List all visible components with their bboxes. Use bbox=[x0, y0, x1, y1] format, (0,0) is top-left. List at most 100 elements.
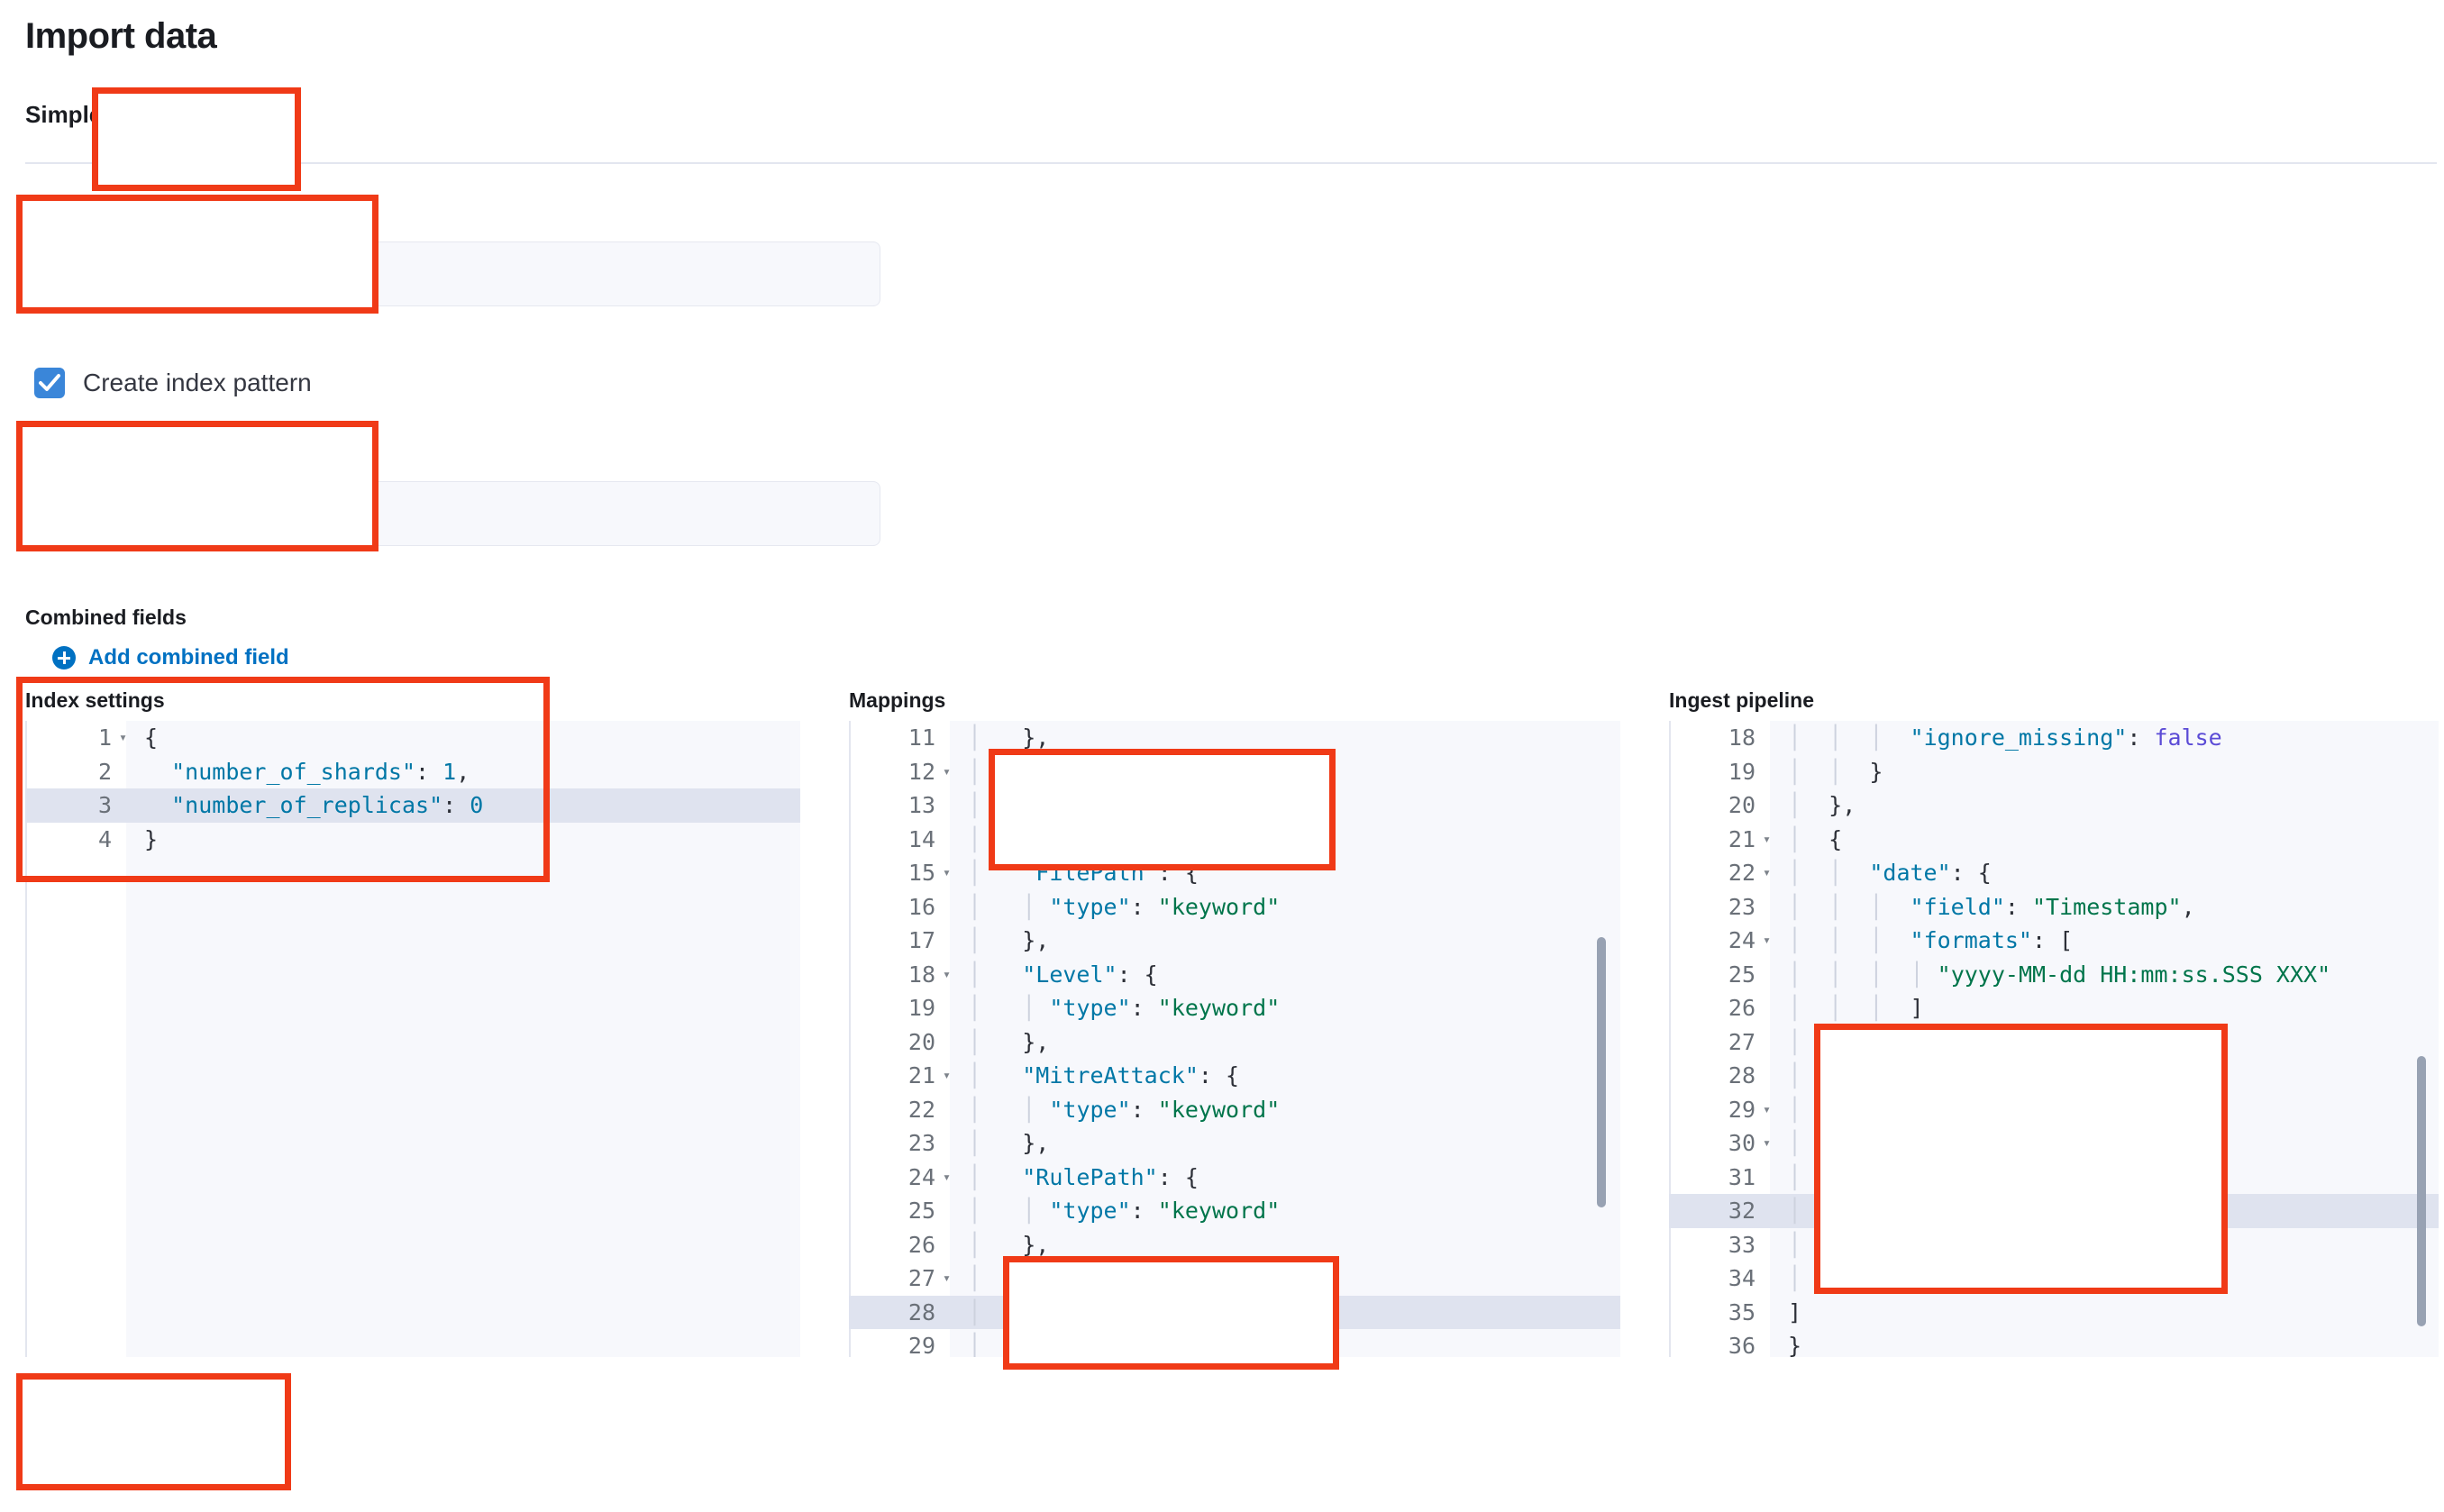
create-index-pattern-row[interactable]: Create index pattern bbox=[34, 368, 312, 398]
line-number: 29 bbox=[907, 1333, 935, 1357]
add-combined-field-label: Add combined field bbox=[88, 645, 289, 669]
code-text: │ } bbox=[1788, 1265, 1843, 1291]
add-combined-field-link[interactable]: Add combined field bbox=[52, 645, 289, 670]
line-number: 25 bbox=[1728, 961, 1755, 988]
code-line: 16│ │ "type": "keyword" bbox=[849, 890, 1620, 925]
ingest-pipeline-scrollbar[interactable] bbox=[2417, 1056, 2426, 1326]
line-number: 13 bbox=[907, 792, 935, 818]
fold-arrow-icon[interactable]: ▾ bbox=[943, 1168, 952, 1185]
fold-arrow-icon[interactable]: ▾ bbox=[943, 1270, 952, 1286]
code-line: 33│ │ } bbox=[1669, 1228, 2439, 1262]
plus-circle-icon bbox=[52, 646, 76, 669]
code-text: │ "FilePath": { bbox=[968, 860, 1199, 886]
code-line: 28│ │ "type": "keyword" bbox=[849, 1295, 1620, 1329]
gutter-rail bbox=[849, 721, 950, 1357]
mappings-editor[interactable]: 11│ },12▾│ "EventID": {13│ │ "type": "ke… bbox=[849, 721, 1620, 1357]
code-line: 21▾│ "MitreAttack": { bbox=[849, 1059, 1620, 1093]
fold-arrow-icon[interactable]: ▾ bbox=[1763, 864, 1772, 880]
code-text: │ │ "type": "keyword" bbox=[968, 1198, 1281, 1224]
import-button[interactable]: Import bbox=[27, 1395, 272, 1463]
code-line: 14│ }, bbox=[849, 823, 1620, 857]
line-number: 11 bbox=[907, 724, 935, 751]
fold-arrow-icon[interactable]: ▾ bbox=[943, 965, 952, 982]
code-text: │ │ "date": { bbox=[1788, 860, 1992, 886]
code-line: 17 │ }, bbox=[849, 924, 1620, 958]
line-number: 28 bbox=[1728, 1062, 1755, 1088]
code-text: ] bbox=[1788, 1298, 1802, 1325]
line-number: 12 bbox=[907, 758, 935, 785]
code-text: │ │ │ "field": "Timestamp", bbox=[1788, 893, 2195, 920]
line-number: 20 bbox=[1728, 792, 1755, 818]
code-text: │ │ "type": "keyword" bbox=[968, 893, 1281, 920]
ingest-pipeline-title: Ingest pipeline bbox=[1669, 688, 1815, 712]
code-line: 4} bbox=[25, 823, 800, 857]
code-line: 25 │ │ "type": "keyword" bbox=[849, 1194, 1620, 1228]
line-number: 27 bbox=[1728, 1028, 1755, 1055]
tab-divider bbox=[25, 162, 2437, 164]
code-text: │ { bbox=[1788, 1096, 1843, 1123]
code-line: 26│ }, bbox=[849, 1228, 1620, 1262]
line-number: 30 bbox=[1728, 1130, 1755, 1156]
line-number: 23 bbox=[1728, 893, 1755, 920]
code-line: 30▾│ │ "remove": { bbox=[1669, 1126, 2439, 1161]
checkbox-checked-icon[interactable] bbox=[34, 368, 65, 398]
code-text: │ }, bbox=[968, 1028, 1050, 1055]
index-settings-editor[interactable]: 1▾{2 "number_of_shards": 1,3 "number_of_… bbox=[25, 721, 800, 1357]
code-text: │ │ │ │ "yyyy-MM-dd HH:mm:ss.SSS XXX" bbox=[1788, 961, 2331, 988]
code-text: } bbox=[144, 825, 159, 852]
code-line: 20│ }, bbox=[1669, 788, 2439, 823]
mappings-scrollbar[interactable] bbox=[1597, 937, 1606, 1207]
line-number: 29 bbox=[1728, 1096, 1755, 1123]
code-text: │ │ │ "field": "message", bbox=[1788, 1163, 2168, 1190]
line-number: 21 bbox=[1728, 825, 1755, 852]
line-number: 15 bbox=[907, 860, 935, 886]
code-text: } bbox=[1788, 1333, 1802, 1357]
line-number: 19 bbox=[1728, 758, 1755, 785]
code-line: 36} bbox=[1669, 1329, 2439, 1357]
code-text: │ }, bbox=[968, 1130, 1050, 1156]
gutter-rail bbox=[1669, 721, 1770, 1357]
code-text: │ }, bbox=[968, 724, 1050, 751]
fold-arrow-icon[interactable]: ▾ bbox=[1763, 1100, 1772, 1117]
index-name-input[interactable]: evtxlogs-hayabusa bbox=[38, 241, 880, 306]
code-text: │ }, bbox=[968, 1231, 1050, 1258]
fold-arrow-icon[interactable]: ▾ bbox=[943, 864, 952, 880]
code-text: │ │ } bbox=[1788, 1231, 1883, 1258]
fold-arrow-icon[interactable]: ▾ bbox=[1763, 932, 1772, 948]
code-line: 22▾│ │ "date": { bbox=[1669, 856, 2439, 890]
line-number: 28 bbox=[907, 1298, 935, 1325]
code-text: │ "Level": { bbox=[968, 961, 1158, 988]
fold-arrow-icon[interactable]: ▾ bbox=[1763, 830, 1772, 847]
code-text: │ }, bbox=[1788, 1062, 1856, 1088]
line-number: 25 bbox=[907, 1198, 935, 1224]
fold-arrow-icon[interactable]: ▾ bbox=[1763, 1134, 1772, 1151]
line-number: 17 bbox=[907, 927, 935, 953]
code-text: │ }, bbox=[968, 927, 1050, 953]
code-line: 34│ } bbox=[1669, 1262, 2439, 1296]
code-line: 23│ }, bbox=[849, 1126, 1620, 1161]
code-text: { bbox=[144, 724, 159, 751]
code-line: 3 "number_of_replicas": 0 bbox=[25, 788, 800, 823]
code-line: 26│ │ │ ] bbox=[1669, 991, 2439, 1025]
code-line: 13│ │ "type": "keyword" bbox=[849, 788, 1620, 823]
line-number: 24 bbox=[907, 1163, 935, 1190]
code-text: │ "RulePath": { bbox=[968, 1163, 1199, 1190]
line-number: 27 bbox=[907, 1265, 935, 1291]
fold-arrow-icon[interactable]: ▾ bbox=[943, 1067, 952, 1083]
code-line: 23 │ │ │ "field": "Timestamp", bbox=[1669, 890, 2439, 925]
code-text: "number_of_replicas": 0 bbox=[171, 792, 484, 818]
index-pattern-name-input[interactable]: evtxlogs-hayabusa bbox=[38, 481, 880, 546]
code-text: │ │ "type": "keyword" bbox=[968, 995, 1281, 1021]
code-line: 22│ │ "type": "keyword" bbox=[849, 1093, 1620, 1127]
tab-advanced[interactable]: Advanced bbox=[140, 101, 291, 149]
code-text: │ { bbox=[1788, 825, 1843, 852]
fold-arrow-icon[interactable]: ▾ bbox=[119, 729, 128, 745]
code-line: 15 ▾ │ "FilePath": { bbox=[849, 856, 1620, 890]
code-text: │ "RuleTitle": { bbox=[968, 1265, 1212, 1291]
tab-simple[interactable]: Simple bbox=[25, 101, 103, 128]
line-number: 2 bbox=[97, 758, 112, 785]
fold-arrow-icon[interactable]: ▾ bbox=[943, 762, 952, 779]
code-line: 20│ }, bbox=[849, 1025, 1620, 1060]
code-line: 32│ │ │ "field": "Timestamp" bbox=[1669, 1194, 2439, 1228]
